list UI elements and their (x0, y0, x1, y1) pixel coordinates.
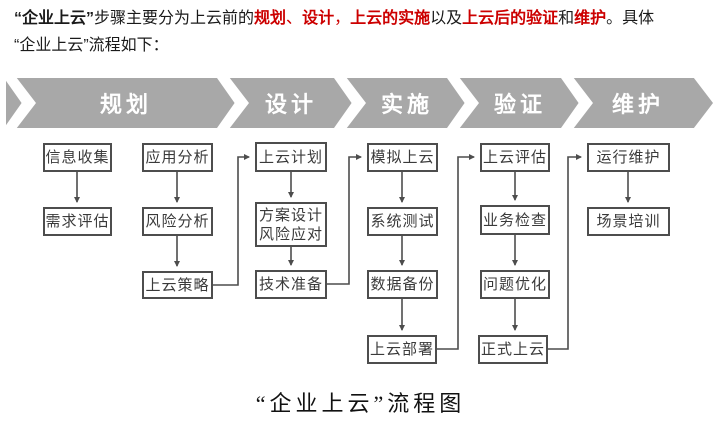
stage-label-maintenance: 维护 (611, 92, 664, 117)
flow-node-cloud-plan: 上云计划 (255, 142, 327, 172)
stage-label-planning: 规划 (99, 92, 152, 117)
flow-node-data-backup: 数据备份 (367, 270, 438, 299)
flow-node-app-analysis: 应用分析 (142, 143, 213, 172)
process-stage-bar: 规划 设计 实施 验证 维护 (4, 78, 713, 128)
intro-line-2: “企业上云”流程如下： (14, 32, 714, 59)
flow-node-official-cloud: 正式上云 (478, 335, 548, 364)
flow-node-tech-prep: 技术准备 (255, 270, 327, 299)
flow-node-simulate-cloud: 模拟上云 (367, 143, 438, 172)
intro-segment-highlight: 、 (286, 10, 303, 27)
intro-segment-highlight: 维护 (574, 10, 607, 27)
flow-node-cloud-strategy: 上云策略 (142, 271, 213, 299)
intro-line-1: “企业上云”步骤主要分为上云前的规划、设计，上云的实施以及上云后的验证和维护。具… (14, 5, 714, 32)
intro-segment: 步骤主要分为上云前的 (94, 10, 255, 27)
flow-node-risk-analysis: 风险分析 (142, 207, 213, 236)
intro-segment: 和 (558, 10, 575, 27)
intro-segment: 以及 (430, 10, 463, 27)
intro-segment-highlight: 上云的实施 (350, 10, 431, 27)
flow-node-demand-eval: 需求评估 (43, 207, 112, 236)
stage-label-implementation: 实施 (380, 92, 433, 117)
flow-node-system-test: 系统测试 (367, 207, 438, 236)
stage-label-design: 设计 (264, 92, 317, 117)
flow-node-problem-opt: 问题优化 (480, 270, 550, 299)
flow-node-business-check: 业务检查 (480, 205, 550, 235)
flow-node-scheme-design: 方案设计 风险应对 (255, 202, 327, 247)
intro-segment: “企业上云”流程如下： (14, 37, 169, 54)
intro-paragraph: “企业上云”步骤主要分为上云前的规划、设计，上云的实施以及上云后的验证和维护。具… (14, 5, 714, 59)
intro-segment-highlight: 设计 (302, 10, 335, 27)
intro-segment-highlight: 上云后的验证 (462, 10, 559, 27)
flow-node-cloud-deploy: 上云部署 (367, 335, 437, 364)
intro-segment-highlight: 规划 (254, 10, 287, 27)
figure-caption: “企业上云”流程图 (255, 391, 466, 416)
flow-node-info-collect: 信息收集 (43, 143, 112, 172)
stage-label-verification: 验证 (493, 92, 546, 117)
flow-node-scene-training: 场景培训 (587, 207, 670, 236)
flow-node-operation-maint: 运行维护 (587, 143, 670, 172)
intro-segment: 。具体 (606, 10, 655, 27)
flow-node-cloud-assess: 上云评估 (480, 143, 550, 172)
intro-segment: “企业上云” (14, 10, 95, 27)
flowchart: 信息收集 需求评估 应用分析 风险分析 上云策略 上云计划 方案设计 风险应对 … (0, 135, 721, 375)
intro-segment-highlight: ， (334, 10, 351, 27)
